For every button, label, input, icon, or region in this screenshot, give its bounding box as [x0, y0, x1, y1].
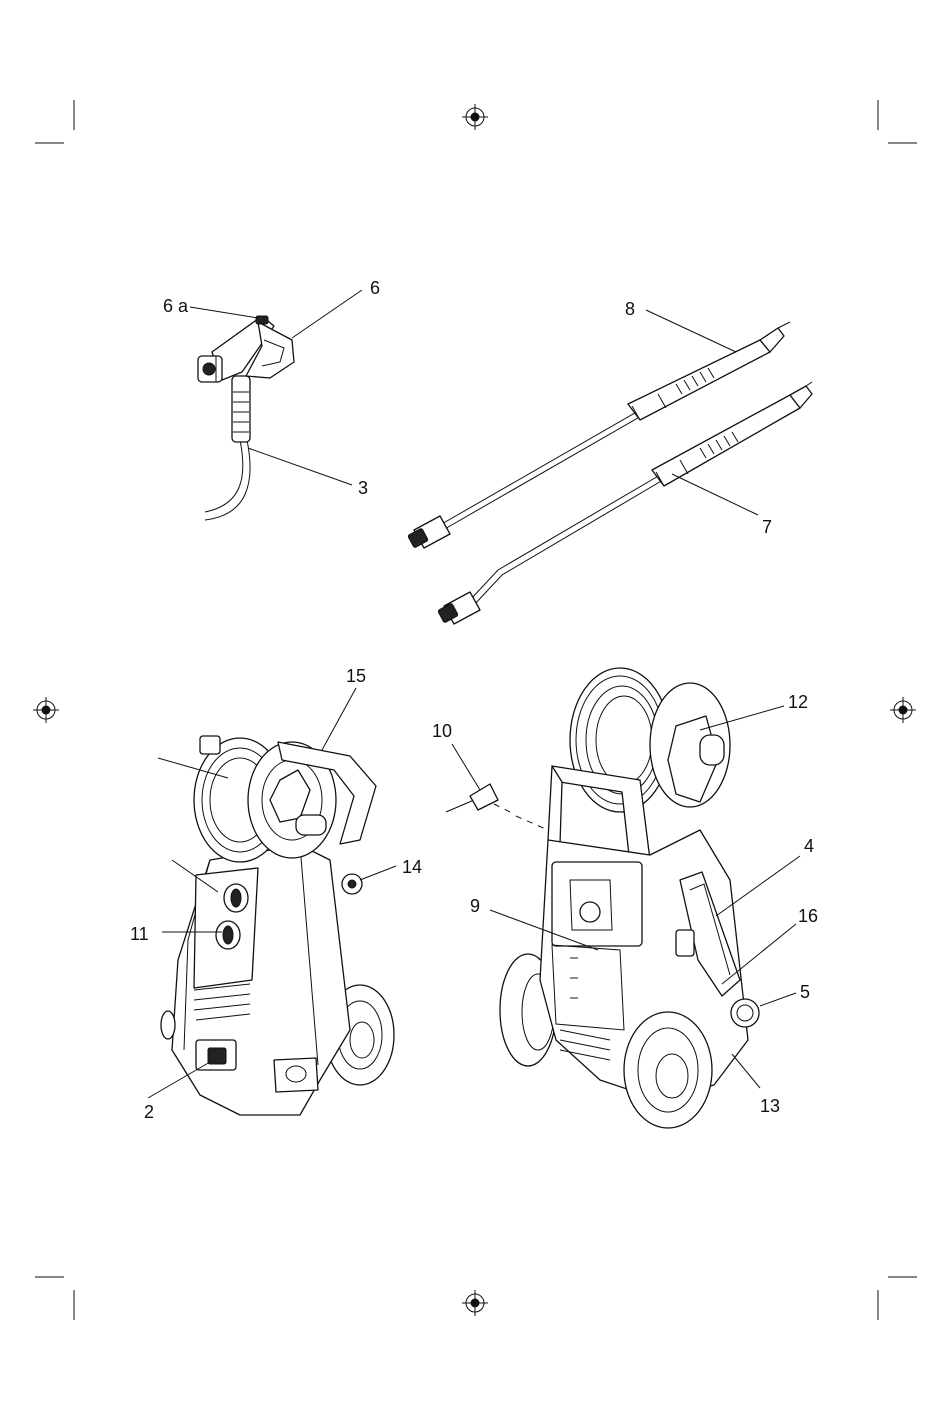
callout-16: 16: [798, 906, 818, 926]
callout-11: 11: [130, 924, 149, 944]
registration-mark-left: [33, 697, 59, 723]
callout-6a: 6 a: [163, 296, 189, 316]
callout-8: 8: [625, 299, 635, 319]
registration-mark-bottom: [462, 1290, 488, 1316]
callout-15: 15: [346, 666, 366, 686]
callout-12: 12: [788, 692, 808, 712]
callout-4: 4: [804, 836, 814, 856]
callout-7: 7: [762, 517, 772, 537]
callout-13: 13: [760, 1096, 780, 1116]
crop-marks: [35, 100, 917, 1320]
callout-3: 3: [358, 478, 368, 498]
callout-5: 5: [800, 982, 810, 1002]
washer-front-illustration: [161, 736, 394, 1115]
callout-2: 2: [144, 1102, 154, 1122]
callout-14: 14: [402, 857, 422, 877]
callout-9: 9: [470, 896, 480, 916]
washer-rear-illustration: [446, 668, 759, 1128]
registration-mark-right: [890, 697, 916, 723]
callout-10: 10: [432, 721, 452, 741]
spray-gun-illustration: [198, 316, 294, 520]
registration-mark-top: [462, 104, 488, 130]
callout-6: 6: [370, 278, 380, 298]
